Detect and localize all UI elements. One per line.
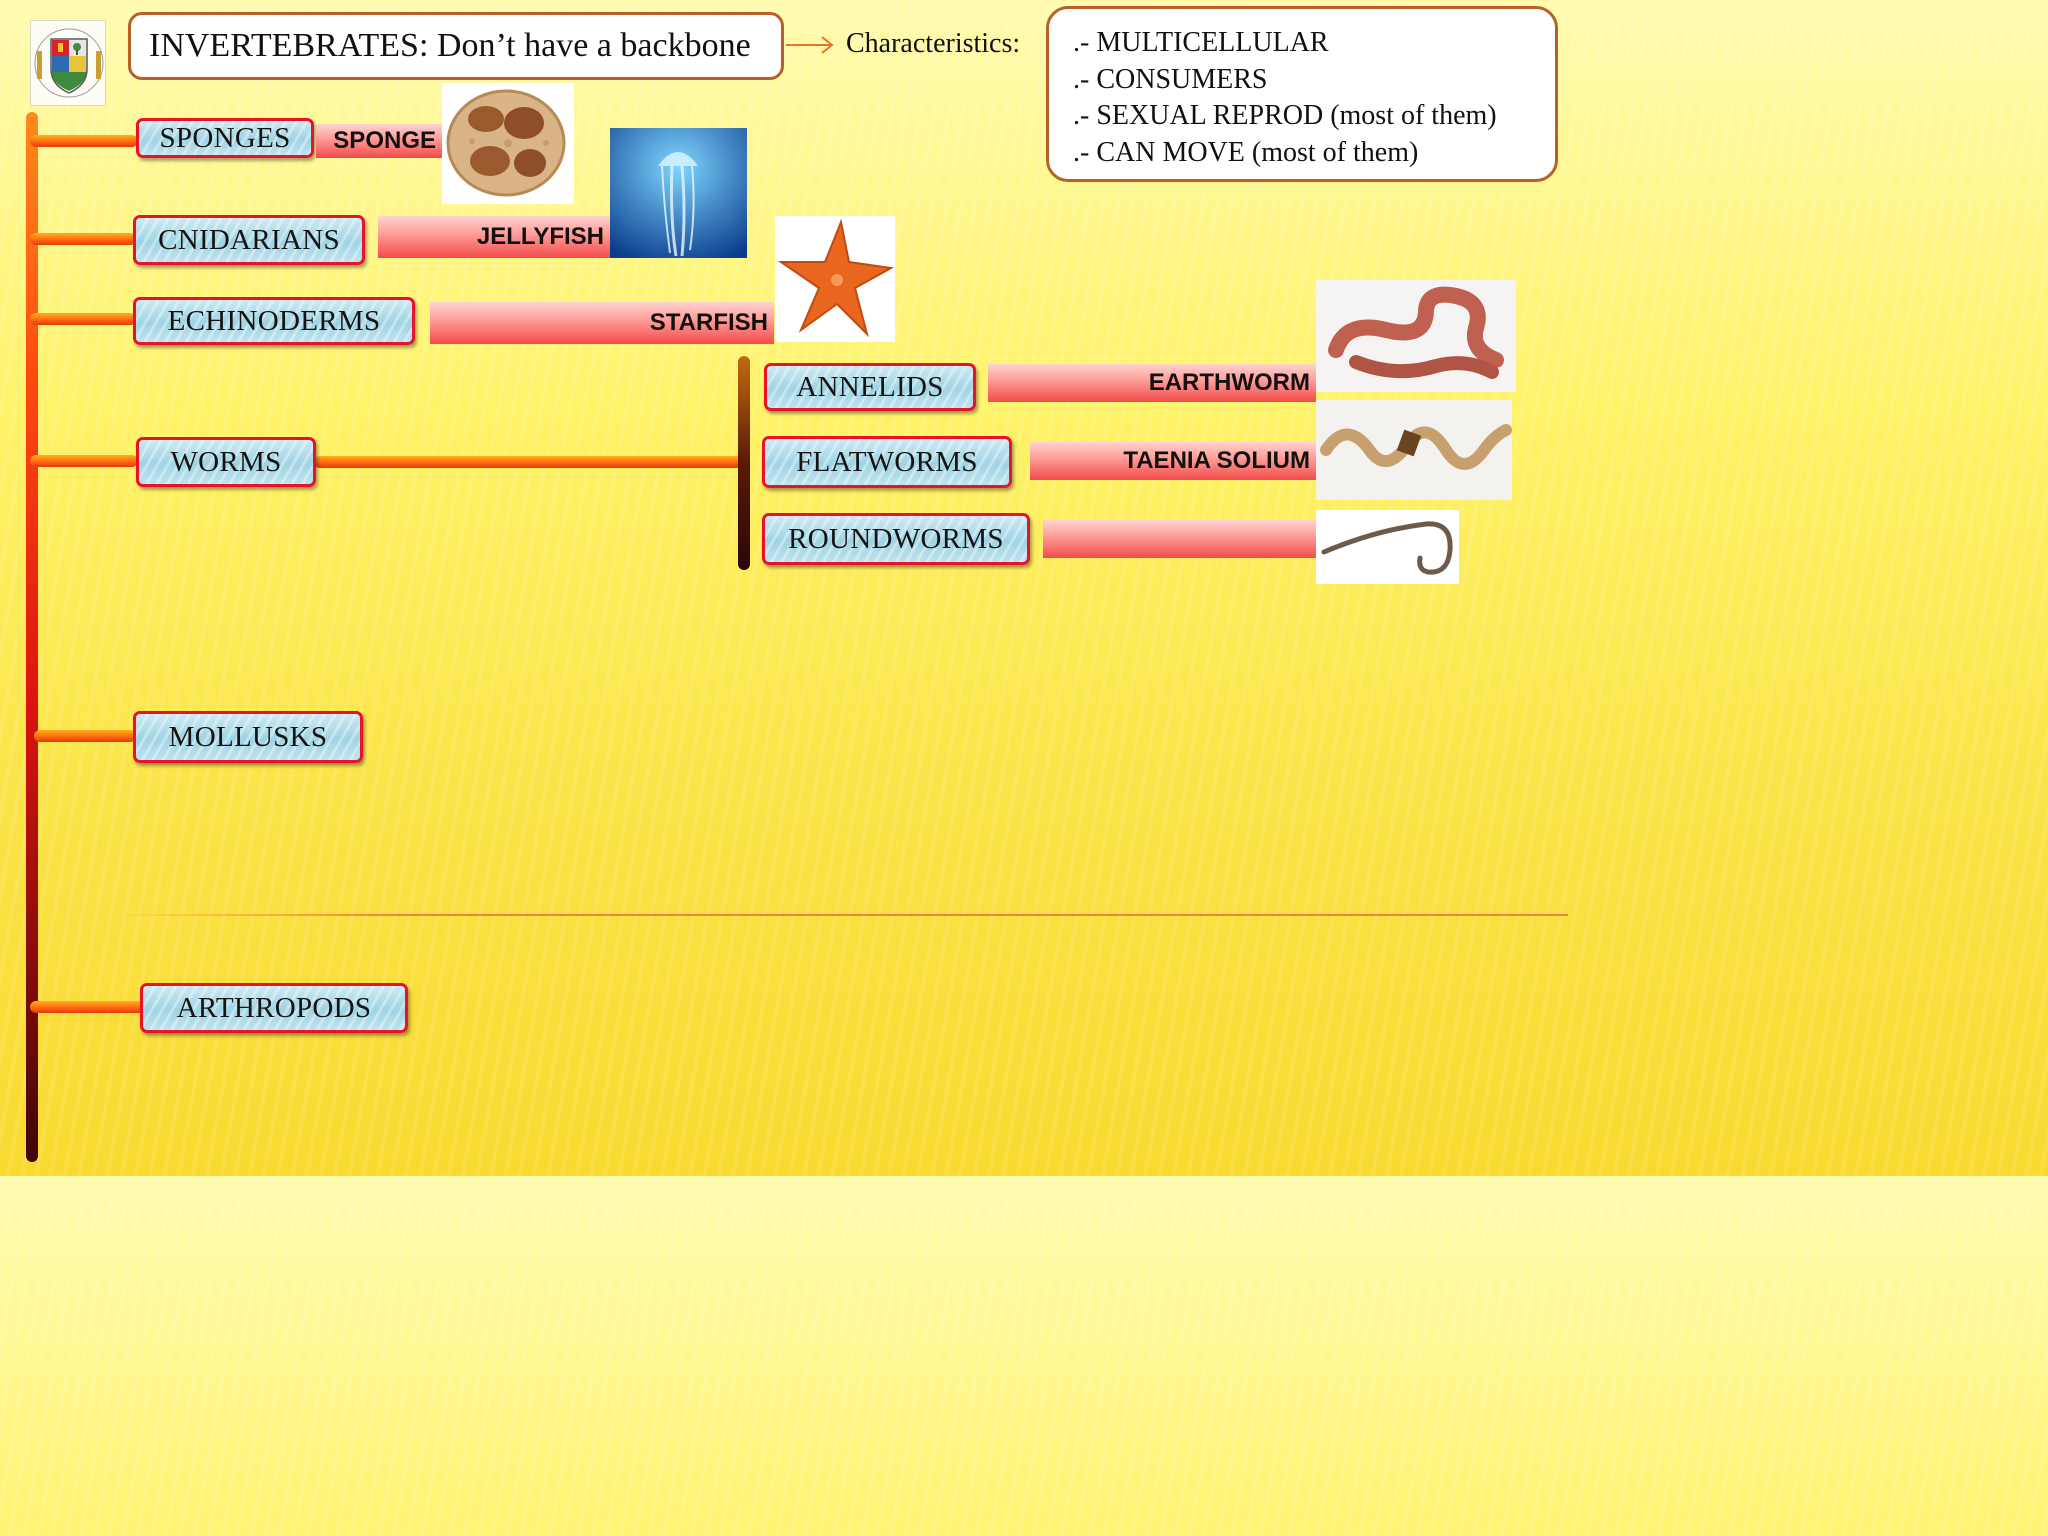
example-bar-earthworm: EARTHWORM [988,364,1316,402]
sponge-image [442,83,574,204]
node-worms: WORMS [136,437,316,487]
branch-mollusks [34,730,136,742]
node-mollusks: MOLLUSKS [133,711,363,763]
roundworm-image [1316,510,1459,584]
node-sponges: SPONGES [136,118,314,158]
characteristic-item: .- CONSUMERS [1073,63,1268,95]
separator-line [110,914,1568,916]
page-title: INVERTEBRATES: Don’t have a backbone [128,12,784,80]
characteristics-list: .- MULTICELLULAR .- CONSUMERS .- SEXUAL … [1046,6,1558,182]
branch-arthropods [30,1001,144,1013]
branch-worms-to-subtree [314,456,742,468]
arrow-right-icon [786,34,836,61]
taenia-image [1316,400,1512,500]
node-echinoderms: ECHINODERMS [133,297,415,345]
node-flatworms: FLATWORMS [762,436,1012,488]
characteristic-item: .- CAN MOVE (most of them) [1073,136,1419,168]
node-cnidarians: CNIDARIANS [133,215,365,265]
branch-echinoderms [30,313,136,325]
worms-subtrunk-line [738,356,750,570]
jellyfish-image [610,128,747,258]
node-arthropods: ARTHROPODS [140,983,408,1033]
example-bar-jellyfish: JELLYFISH [378,216,610,258]
branch-worms [30,455,138,467]
branch-cnidarians [30,233,136,245]
characteristic-item: .- SEXUAL REPROD (most of them) [1073,100,1497,131]
branch-sponges [30,135,138,147]
example-bar-roundworm [1043,520,1317,558]
node-roundworms: ROUNDWORMS [762,513,1030,565]
node-annelids: ANNELIDS [764,363,976,411]
characteristics-label: Characteristics: [846,28,1021,59]
school-crest-logo [30,20,106,106]
characteristic-item: .- MULTICELLULAR [1073,27,1329,58]
starfish-image [775,216,895,342]
main-trunk-line [26,112,38,1162]
example-bar-sponge: SPONGE [316,124,442,158]
example-bar-taenia: TAENIA SOLIUM [1030,442,1316,480]
earthworm-image [1316,280,1516,392]
example-bar-starfish: STARFISH [430,302,774,344]
